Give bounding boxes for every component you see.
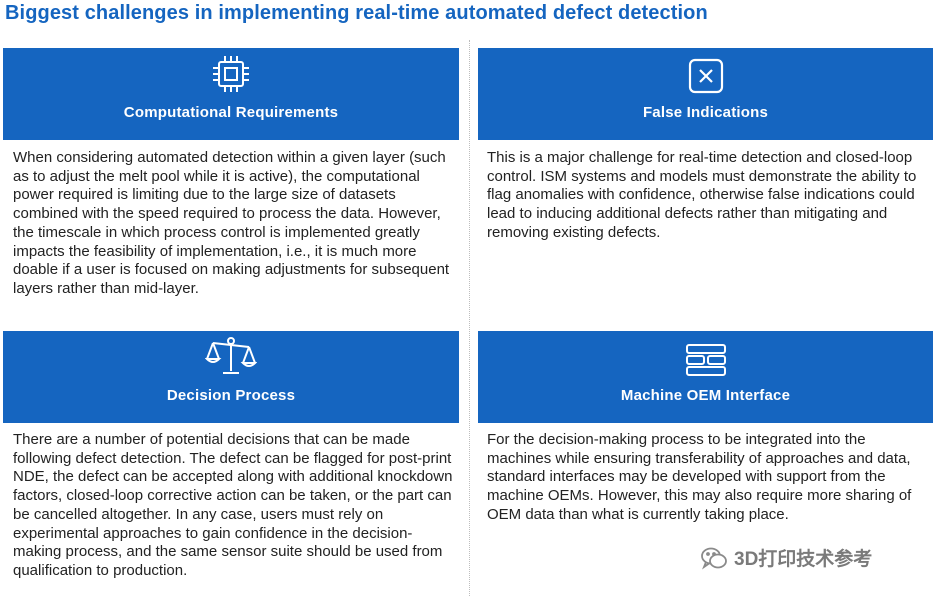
watermark: 3D打印技术参考: [700, 544, 872, 571]
x-box-icon: [688, 48, 724, 94]
card-heading: Computational Requirements: [123, 104, 339, 121]
card-decision-process-header: Decision Process: [3, 331, 459, 423]
card-heading: Decision Process: [166, 387, 296, 404]
column-divider: [469, 40, 470, 596]
card-body-text: This is a major challenge for real-time …: [487, 149, 917, 241]
interface-panels-icon: [685, 331, 727, 377]
page-title: Biggest challenges in implementing real-…: [5, 2, 708, 24]
card-heading: Machine OEM Interface: [620, 387, 791, 404]
card-false-indications-header: False Indications: [478, 48, 933, 140]
card-machine-oem-interface-header: Machine OEM Interface: [478, 331, 933, 423]
card-body-text: For the decision-making process to be in…: [487, 431, 912, 523]
cpu-chip-icon: [211, 48, 251, 94]
card-heading: False Indications: [642, 104, 769, 121]
card-body-text: There are a number of potential decision…: [13, 431, 453, 579]
watermark-text: 3D打印技术参考: [734, 549, 873, 570]
card-computational-requirements-header: Computational Requirements: [3, 48, 459, 140]
wechat-icon: [700, 546, 728, 570]
card-body-text: When considering automated detection wit…: [13, 149, 450, 297]
balance-scale-icon: [205, 331, 257, 377]
